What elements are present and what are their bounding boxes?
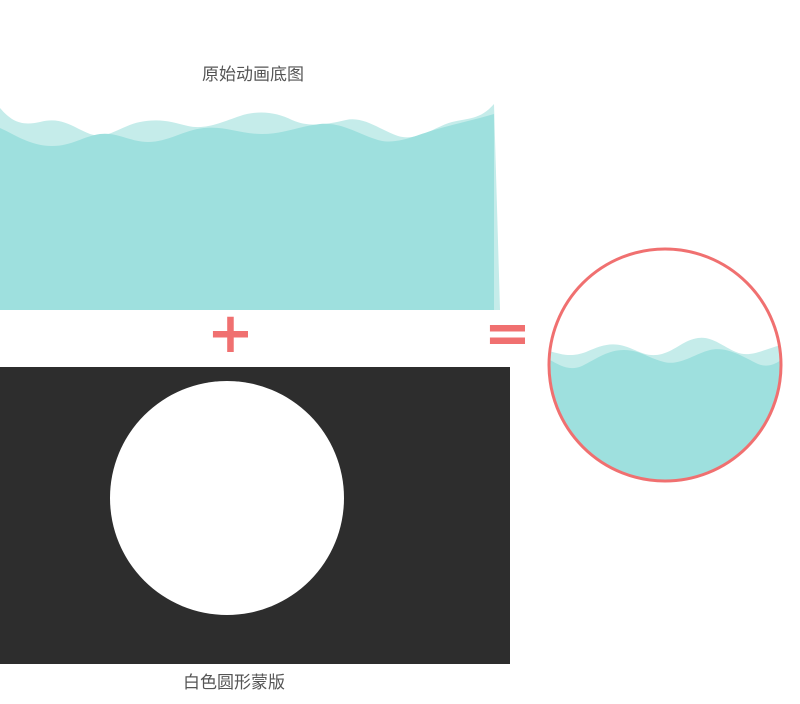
result-front-wave: [549, 349, 781, 481]
white-circle-mask-caption: 白色圆形蒙版: [183, 673, 285, 693]
result-circle-outline: [547, 247, 783, 483]
result-circle: [547, 247, 783, 483]
front-wave-layer: [0, 114, 494, 310]
plus-operator: +: [207, 301, 254, 366]
white-circle-mask: [110, 381, 344, 615]
wave-base-image: [0, 104, 500, 310]
equals-operator: =: [484, 301, 531, 366]
mask-background: [0, 367, 510, 664]
clipped-waves: [549, 337, 781, 481]
original-animation-caption: 原始动画底图: [202, 65, 304, 85]
